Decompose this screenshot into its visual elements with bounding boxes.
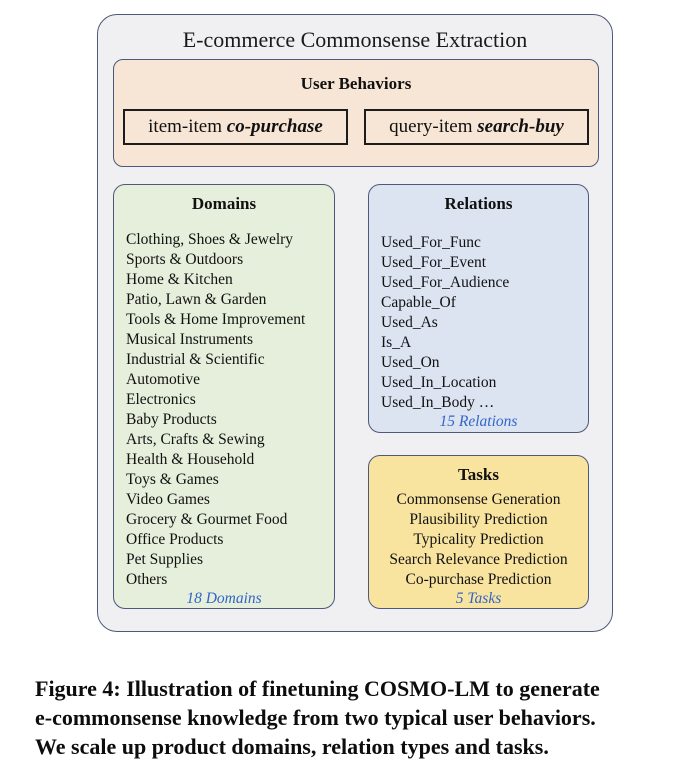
behavior-prefix: query-item (389, 116, 478, 137)
domain-item: Office Products (126, 531, 224, 548)
domain-item: Home & Kitchen (126, 271, 233, 288)
behavior-box: query-item search-buy (364, 109, 589, 145)
domain-item: Industrial & Scientific (126, 351, 265, 368)
domain-item: Patio, Lawn & Garden (126, 291, 267, 308)
task-item: Commonsense Generation (396, 491, 561, 508)
domain-item: Pet Supplies (126, 551, 204, 568)
diagram-title: E-commerce Commonsense Extraction (182, 27, 528, 52)
relations-count-label: 15 Relations (439, 413, 518, 430)
domain-item: Video Games (126, 491, 210, 508)
domain-item: Others (126, 571, 168, 588)
user-behaviors-header: User Behaviors (300, 74, 412, 93)
task-item: Plausibility Prediction (409, 511, 548, 528)
behavior-prefix: item-item (148, 116, 227, 137)
relations-header: Relations (444, 194, 513, 213)
user-behaviors-row: item-item co-purchase query-item search-… (114, 109, 598, 145)
relation-item: Used_For_Event (381, 254, 487, 271)
domains-box: Domains Clothing, Shoes & Jewelry Sports… (113, 184, 335, 609)
commonsense-extraction-panel: E-commerce Commonsense Extraction User B… (97, 14, 613, 632)
domain-item: Arts, Crafts & Sewing (126, 431, 265, 448)
caption-line: Figure 4: Illustration of finetuning COS… (35, 676, 600, 701)
relation-item: Used_In_Location (381, 374, 497, 391)
task-item: Co-purchase Prediction (405, 571, 552, 588)
tasks-header: Tasks (458, 465, 499, 484)
domain-item: Baby Products (126, 411, 217, 428)
relation-item: Capable_Of (381, 294, 456, 311)
domain-item: Electronics (126, 391, 196, 408)
relation-item: Used_On (381, 354, 440, 371)
domains-count-label: 18 Domains (186, 590, 262, 607)
tasks-box: Tasks Commonsense Generation Plausibilit… (368, 455, 589, 609)
tasks-count-label: 5 Tasks (455, 590, 502, 607)
domain-item: Health & Household (126, 451, 255, 468)
relations-box: Relations Used_For_Func Used_For_Event U… (368, 184, 589, 433)
behavior-emphasis: co-purchase (226, 116, 323, 137)
behavior-box: item-item co-purchase (123, 109, 348, 145)
relation-item: Used_As (381, 314, 438, 331)
task-item: Search Relevance Prediction (389, 551, 568, 568)
domain-item: Tools & Home Improvement (126, 311, 306, 328)
domain-item: Clothing, Shoes & Jewelry (126, 231, 294, 248)
domain-item: Musical Instruments (126, 331, 253, 348)
domain-item: Grocery & Gourmet Food (126, 511, 288, 528)
domain-item: Automotive (126, 371, 201, 388)
figure-caption: Figure 4: Illustration of finetuning COS… (35, 674, 680, 761)
user-behaviors-box: User Behaviors item-item co-purchase que… (113, 59, 599, 167)
relation-item: Used_For_Audience (381, 274, 510, 291)
caption-line: We scale up product domains, relation ty… (35, 734, 549, 759)
task-item: Typicality Prediction (413, 531, 544, 548)
domain-item: Toys & Games (126, 471, 219, 488)
relations-list: Used_For_Func Used_For_Event Used_For_Au… (369, 233, 588, 413)
tasks-list: Commonsense Generation Plausibility Pred… (369, 490, 588, 590)
domains-header: Domains (191, 194, 257, 213)
domains-list: Clothing, Shoes & Jewelry Sports & Outdo… (114, 230, 334, 590)
behavior-emphasis: search-buy (477, 116, 564, 137)
caption-line: e-commonsense knowledge from two typical… (35, 705, 596, 730)
domain-item: Sports & Outdoors (126, 251, 244, 268)
relation-item: Is_A (381, 334, 412, 351)
relation-item: Used_For_Func (381, 234, 481, 251)
relation-item: Used_In_Body … (381, 394, 495, 411)
